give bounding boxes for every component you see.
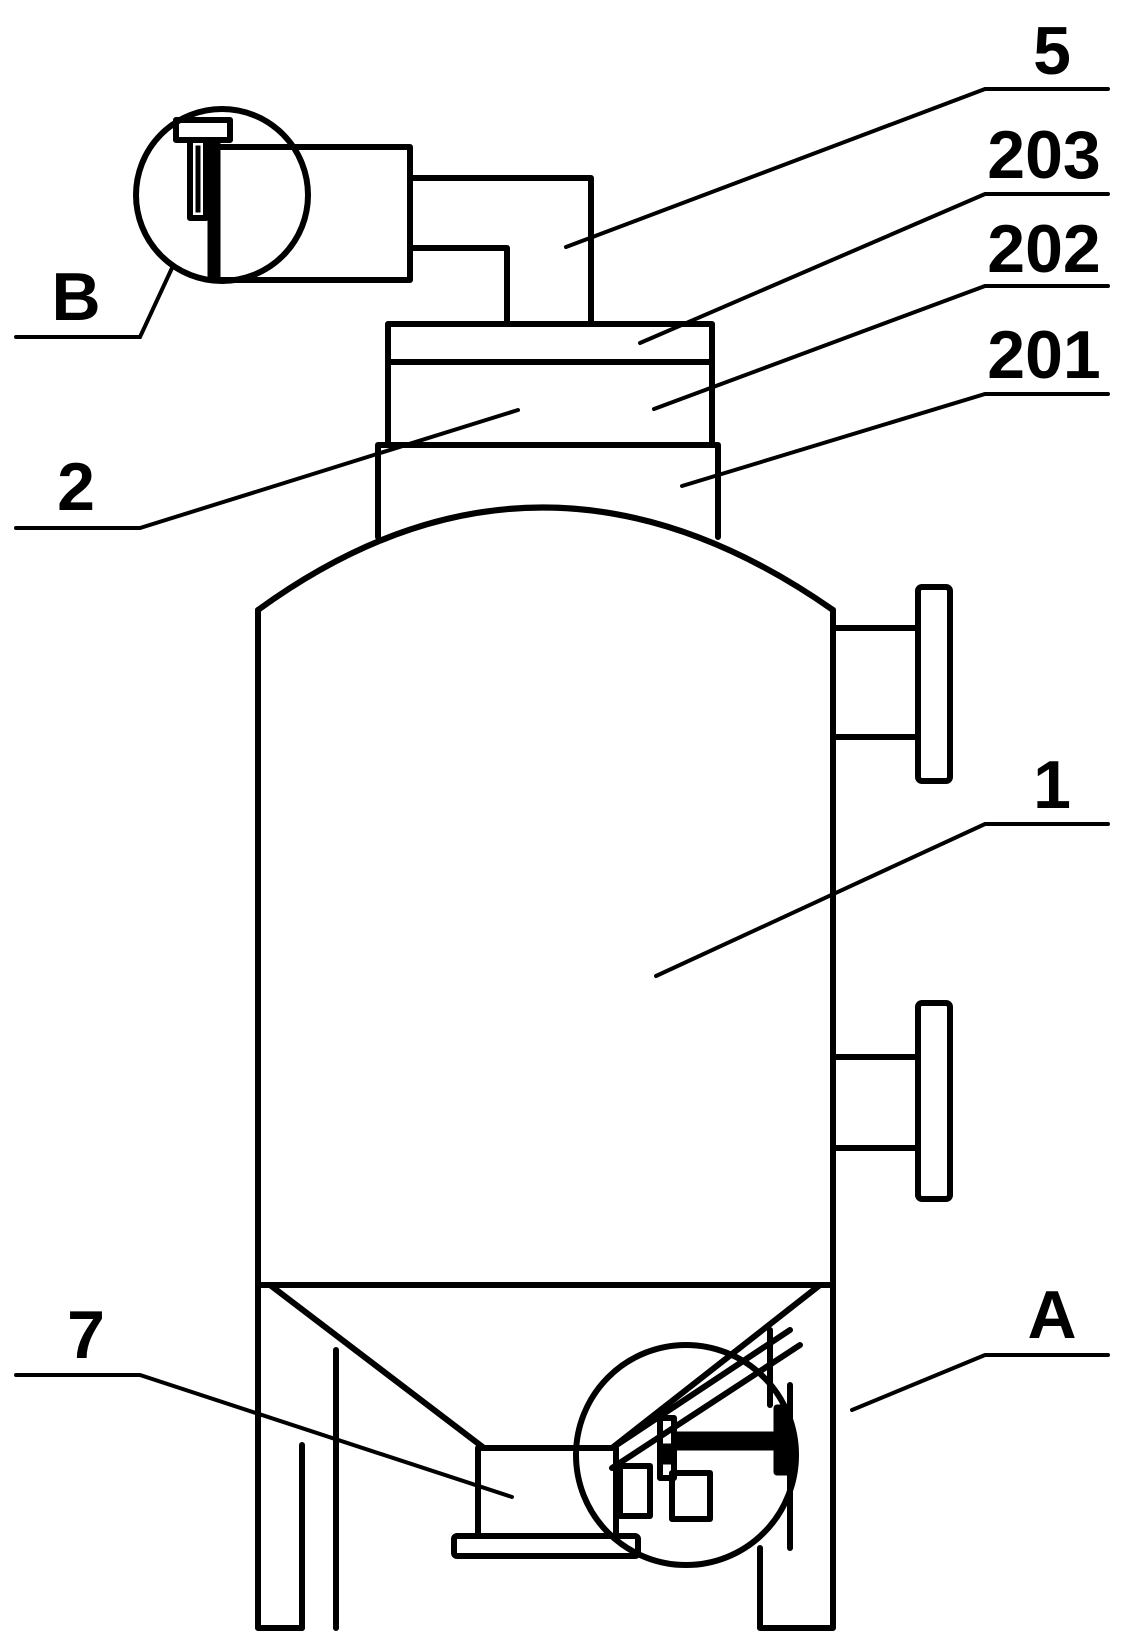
- upper-box: [213, 144, 413, 283]
- label-2: 2: [57, 449, 95, 525]
- detail-a-circle: [573, 1342, 799, 1568]
- label-1: 1: [1033, 747, 1071, 823]
- support-legs: [255, 1282, 836, 1631]
- upper-side-nozzle: [830, 584, 953, 784]
- lower-side-nozzle: [830, 1000, 953, 1202]
- bottom-cone: [267, 1282, 823, 1451]
- label-b: B: [51, 259, 100, 335]
- label-5: 5: [1033, 13, 1071, 89]
- top-cap-203: [385, 321, 715, 365]
- label-201: 201: [987, 317, 1100, 393]
- label-202: 202: [987, 211, 1100, 287]
- label-a: A: [1027, 1277, 1076, 1353]
- top-cylinder-201: [375, 442, 721, 540]
- label-7: 7: [67, 1297, 105, 1373]
- tank-body: [255, 504, 836, 1288]
- detail-b-circle: [133, 106, 311, 284]
- leader-lines: [14, 87, 1110, 1499]
- detail-a-valve: [609, 1327, 803, 1522]
- outlet-7: [451, 1445, 641, 1559]
- callout-labels: 5 203 202 201 B 2 1 7 A: [51, 13, 1100, 1373]
- label-203: 203: [987, 117, 1100, 193]
- pipe-5: [407, 175, 594, 327]
